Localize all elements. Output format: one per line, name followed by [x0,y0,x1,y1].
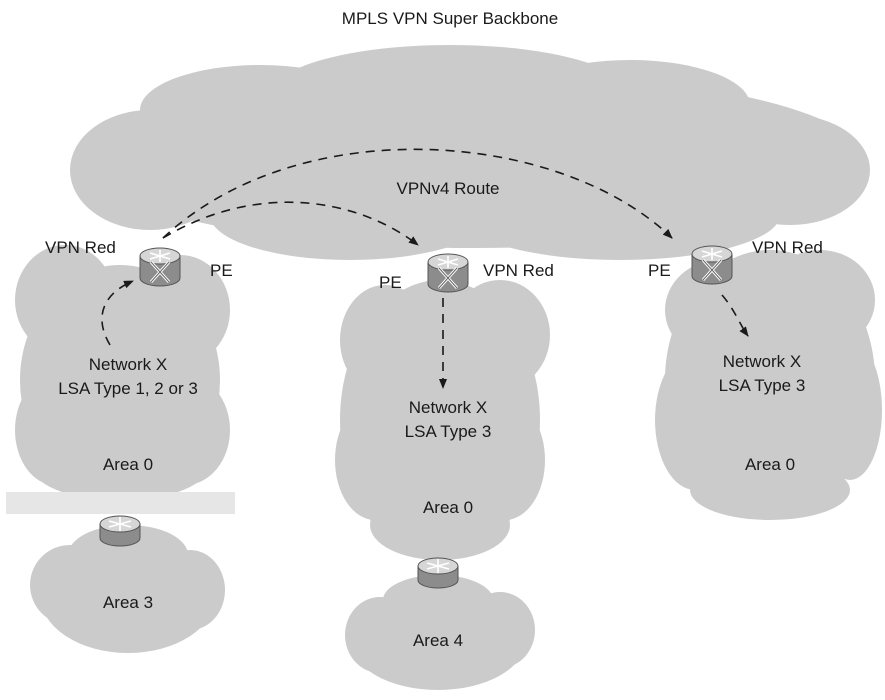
right-pe-label: PE [648,261,671,280]
middle-lsa-label: LSA Type 3 [405,422,492,441]
backbone-cloud [70,45,870,260]
right-site-cloud [655,250,882,520]
middle-area-label: Area 0 [423,498,473,517]
area-separator [6,492,235,514]
right-vpn-label: VPN Red [752,238,823,257]
left-pe-label: PE [210,261,233,280]
left-area-label: Area 0 [103,455,153,474]
right-network-label: Network X [723,352,801,371]
middle-network-label: Network X [409,398,487,417]
arrow-left-to-right-pe [162,148,673,239]
left-lsa-label: LSA Type 1, 2 or 3 [58,379,198,398]
middle-sub-cloud [345,575,535,690]
arrow-left-to-middle-pe [162,201,419,246]
left-sub-area-label: Area 3 [103,593,153,612]
left-network-label: Network X [89,355,167,374]
right-area-label: Area 0 [745,455,795,474]
left-vpn-label: VPN Red [45,238,116,257]
arrow-lsa-to-left-pe [101,280,134,346]
router-icon [99,515,141,547]
arrow-right-pe-to-network [721,294,749,337]
router-icon [417,557,459,589]
router-x-icon [426,252,470,294]
middle-vpn-label: VPN Red [483,261,554,280]
middle-pe-label: PE [379,273,402,292]
router-x-icon [690,244,734,286]
left-sub-cloud [30,525,225,653]
left-site-cloud [15,245,230,500]
middle-sub-area-label: Area 4 [413,631,463,650]
middle-site-cloud [335,280,550,560]
diagram-title: MPLS VPN Super Backbone [342,9,558,28]
route-label: VPNv4 Route [397,179,500,198]
right-lsa-label: LSA Type 3 [719,376,806,395]
route-arrows [101,148,749,389]
router-x-icon [138,246,182,288]
